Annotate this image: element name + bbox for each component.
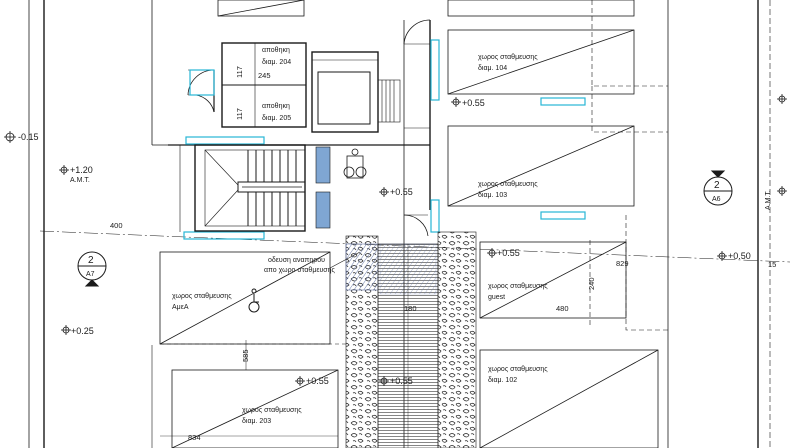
dim-480: 480 xyxy=(556,304,569,313)
dim-15: 15 xyxy=(768,260,776,269)
right-edge-amt-label: Α.Μ.Τ. xyxy=(765,190,772,210)
parking-103-number: διαμ. 103 xyxy=(478,192,507,199)
dim-117-top: 117 xyxy=(235,66,244,78)
parking-left xyxy=(159,251,346,448)
parking-104-number: διαμ. 104 xyxy=(478,65,507,72)
dim-240: 240 xyxy=(587,277,596,290)
level-left-lower: +0.25 xyxy=(71,326,94,336)
level-amt: +1.20 xyxy=(70,165,93,175)
parking-top-left xyxy=(217,0,635,17)
dim-245: 245 xyxy=(258,71,271,80)
ramp-note-leader xyxy=(329,251,361,269)
wheelchair-icon xyxy=(343,148,367,179)
storage-1-number: διαμ. 204 xyxy=(262,59,291,66)
stair-icon xyxy=(179,144,306,232)
parking-right-lower xyxy=(479,241,659,448)
section-right-num: 2 xyxy=(714,180,720,191)
level-far-left: -0.15 xyxy=(18,132,39,142)
parking-104-name: χωρος σταθμευσης xyxy=(478,54,538,61)
dim-829: 829 xyxy=(616,259,629,268)
cyan-accents xyxy=(183,39,586,240)
level-entrance-center: +0.55 xyxy=(390,187,413,197)
parking-right-upper xyxy=(447,29,635,207)
parking-203-number: διαμ. 203 xyxy=(242,418,271,425)
dim-585: 585 xyxy=(241,349,250,362)
section-right-ref: Α6 xyxy=(712,196,721,203)
parking-102-name: χωρος σταθμευσης xyxy=(488,366,548,373)
ramp-hatch-left xyxy=(345,243,379,291)
ramp-note-line2: απο χωρο σταθμευσης xyxy=(264,267,336,274)
section-left-num: 2 xyxy=(88,255,94,266)
dim-400: 400 xyxy=(110,221,123,230)
accessible-icon xyxy=(248,288,260,313)
level-amt-label: Α.Μ.Τ. xyxy=(70,177,90,184)
parking-203-name: χωρος σταθμευσης xyxy=(242,407,302,414)
dim-834: 834 xyxy=(188,433,201,442)
parking-disabled-name: χωρος σταθμευσης xyxy=(172,293,232,300)
level-marker-icon xyxy=(4,94,787,386)
ramp-note-line1: οδευση αναπηρου xyxy=(268,257,325,264)
storage-2-number: διαμ. 205 xyxy=(262,115,291,122)
level-bottom-left: +0.55 xyxy=(306,376,329,386)
parking-102-number: διαμ. 102 xyxy=(488,377,517,384)
blue-panels xyxy=(315,146,331,229)
parking-103-name: χωρος σταθμευσης xyxy=(478,181,538,188)
dashed-outline-right xyxy=(589,0,668,331)
section-left-ref: Α7 xyxy=(86,271,95,278)
lift-icon xyxy=(311,51,379,133)
ramp xyxy=(377,243,439,448)
level-right-upper: +0.55 xyxy=(462,98,485,108)
parking-guest-name: χωρος σταθμευσης xyxy=(488,283,548,290)
parking-disabled-number: ΑμεΑ xyxy=(172,304,189,311)
dim-117-bottom: 117 xyxy=(235,108,244,120)
storage-1-name: αποθηκη xyxy=(262,47,290,54)
lift-door xyxy=(377,79,401,123)
storage-2-name: αποθηκη xyxy=(262,103,290,110)
level-bottom-center: +0.55 xyxy=(390,376,413,386)
section-marker-icon xyxy=(77,170,733,287)
level-guest: +0.55 xyxy=(497,248,520,258)
level-right-edge: +0.50 xyxy=(728,251,751,261)
parking-guest-number: guest xyxy=(488,294,505,301)
rubble-right xyxy=(437,231,477,448)
dim-180: 180 xyxy=(404,304,417,313)
